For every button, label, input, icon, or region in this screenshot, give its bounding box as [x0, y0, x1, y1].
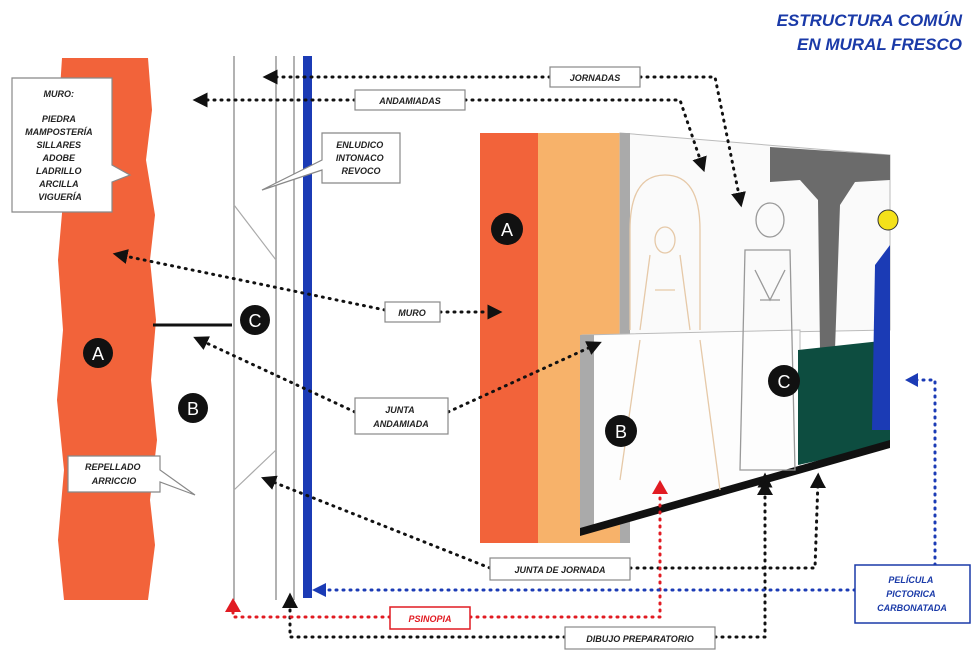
marker-c-right: [768, 365, 800, 397]
muro-materials-callout: MURO: PIEDRA MAMPOSTERÍA SILLARES ADOBE …: [11, 77, 132, 213]
dark-green-panel: [798, 340, 890, 465]
marker-b-right-label: B: [615, 422, 627, 442]
label-pelicula-pictorica: PELÍCULA PICTORICA CARBONATADA: [854, 564, 971, 624]
pelicula-arrow-left: [312, 583, 326, 597]
halo-yellow: [877, 209, 899, 231]
muro-box-line-1: PIEDRA: [42, 114, 76, 124]
plaster-line-diag-1: [233, 204, 277, 261]
connector-andamiadas-right: [463, 98, 707, 173]
label-dibujo-preparatorio: DIBUJO PREPARATORIO: [564, 626, 716, 650]
label-jornadas-text: JORNADAS: [570, 73, 621, 83]
muro-box-line-3: SILLARES: [36, 140, 81, 150]
marker-a-left: [83, 338, 113, 368]
label-muro-text: MURO: [398, 308, 426, 318]
muro-box-line-4: ADOBE: [41, 153, 75, 163]
connector-junta-jornada-left: [261, 475, 492, 570]
label-sinopia: PSINOPIA: [389, 606, 471, 630]
label-muro: MURO: [384, 301, 441, 323]
marker-a-left-label: A: [92, 344, 104, 364]
pelicula-line-1: PICTORICA: [886, 589, 935, 599]
pelicula-arrow-right: [905, 373, 918, 387]
label-andamiadas-text: ANDAMIADAS: [378, 96, 441, 106]
marker-c-left: [240, 305, 270, 335]
label-dibujo-text: DIBUJO PREPARATORIO: [586, 634, 694, 644]
diagram-title-line2: EN MURAL FRESCO: [797, 35, 962, 54]
arrowhead-c-top: [282, 594, 298, 608]
sinopia-arrow-left: [225, 598, 241, 612]
svg-text:JUNTA ANDAMIADA: JUNTA ANDAMIADA: [372, 405, 429, 429]
muro-box-line-2: MAMPOSTERÍA: [25, 127, 92, 137]
repellado-line-0: REPELLADO: [85, 462, 141, 472]
gray-divider-2: [580, 335, 594, 530]
blue-robed-figure: [872, 245, 890, 430]
marker-c-left-label: C: [249, 311, 262, 331]
enlucido-line-1: INTONACO: [336, 153, 384, 163]
enlucido-line-0: ENLUDICO: [336, 140, 383, 150]
svg-text:REPELLADO ARRICCIO: REPELLADO ARRICCIO: [85, 462, 143, 486]
sinopia-arrow-right: [652, 480, 668, 494]
connector-junta-andamiada-right: [446, 341, 602, 414]
marker-b-left-label: B: [187, 399, 199, 419]
marker-b-left: [178, 393, 208, 423]
diagram-title-line1: ESTRUCTURA COMÚN: [777, 11, 963, 30]
wall-3d-front: [480, 133, 538, 543]
connector-dibujo-right: [713, 472, 773, 639]
junta-andamiada-line-0: JUNTA: [385, 405, 414, 415]
arrowhead-jornada-right: [810, 474, 826, 488]
label-junta-jornada-text: JUNTA DE JORNADA: [514, 565, 605, 575]
svg-text:PELÍCULA PICTORICA: PELÍCULA PICTORICA CARBONATADA: [877, 575, 947, 613]
repellado-line-1: ARRICCIO: [91, 476, 137, 486]
connector-muro-left: [112, 249, 387, 312]
connector-sinopia-right: [468, 493, 662, 619]
enlucido-callout: ENLUDICO INTONACO REVOCO: [261, 132, 401, 191]
connector-junta-andamiada-left: [193, 336, 357, 414]
gray-arch-top: [770, 147, 890, 350]
label-junta-jornada: JUNTA DE JORNADA: [489, 557, 631, 581]
muro-box-line-0: MURO:: [43, 89, 74, 99]
muro-box-line-5: LADRILLO: [36, 166, 82, 176]
label-jornadas: JORNADAS: [549, 66, 641, 88]
connector-sinopia-left: [231, 606, 392, 619]
marker-a-right-label: A: [501, 220, 513, 240]
label-andamiadas: ANDAMIADAS: [354, 89, 466, 111]
label-junta-andamiada: JUNTA ANDAMIADA: [354, 397, 449, 435]
enlucido-line-2: REVOCO: [341, 166, 380, 176]
marker-b-right: [605, 415, 637, 447]
floor-edge: [580, 440, 890, 536]
svg-text:ENLUDICO INTONACO: ENLUDICO INTONACO REVOCO: [336, 140, 386, 176]
label-sinopia-text: PSINOPIA: [408, 614, 451, 624]
junta-andamiada-line-1: ANDAMIADA: [372, 419, 429, 429]
plaster-line-diag-2: [233, 449, 277, 491]
connector-pelicula-right: [913, 378, 937, 567]
arrowhead-dibujo-right: [757, 481, 773, 495]
pictorial-layer-blue: [303, 56, 312, 598]
svg-text:MURO: PIEDRA MAMPO: MURO: PIEDRA MAMPOSTERÍA SILLARES ADOBE …: [25, 89, 95, 202]
marker-a-right: [491, 213, 523, 245]
connector-junta-jornada-right: [628, 472, 826, 570]
marker-c-right-label: C: [778, 372, 791, 392]
pelicula-line-0: PELÍCULA: [888, 575, 933, 585]
repellado-callout: REPELLADO ARRICCIO: [67, 455, 196, 496]
muro-box-line-7: VIGUERÍA: [38, 192, 82, 202]
connector-dibujo-left: [282, 592, 567, 639]
saint-figure-sketch-left: [619, 174, 721, 491]
saint-figure-sketch-right: [739, 202, 796, 471]
muro-box-line-6: ARCILLA: [38, 179, 78, 189]
pelicula-line-2: CARBONATADA: [877, 603, 947, 613]
